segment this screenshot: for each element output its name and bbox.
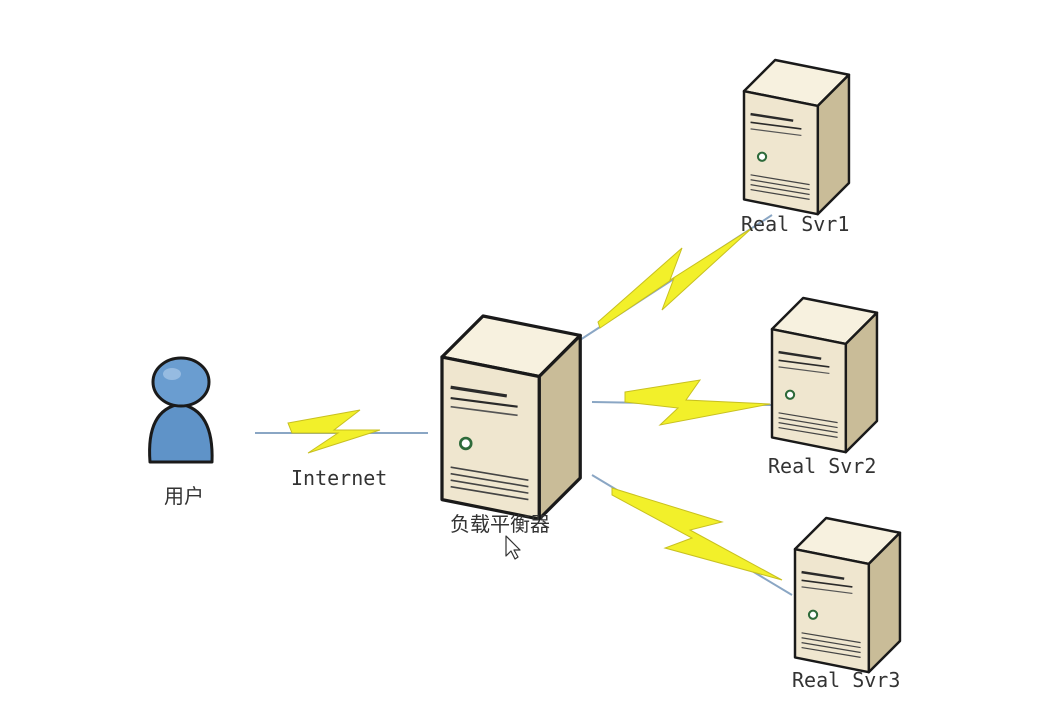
real-server-1-icon xyxy=(742,58,851,216)
real-server-2-label: Real Svr2 xyxy=(768,454,876,478)
lightning-link-icon xyxy=(611,487,783,581)
real-server-3-label: Real Svr3 xyxy=(792,668,900,692)
user-icon xyxy=(148,356,214,464)
lightning-link-icon xyxy=(624,379,771,426)
link-svr2 xyxy=(591,379,773,426)
load-balancer-label: 负载平衡器 xyxy=(450,512,550,536)
load-balancer-server-icon xyxy=(440,314,582,521)
lightning-link-icon xyxy=(597,227,753,329)
link-svr1 xyxy=(579,214,773,341)
real-server-3-icon xyxy=(793,516,902,674)
real-server-2-icon xyxy=(770,296,879,454)
internet-link xyxy=(255,409,428,454)
internet-label: Internet xyxy=(291,466,387,490)
real-server-1-label: Real Svr1 xyxy=(741,212,849,236)
mouse-pointer-icon xyxy=(505,535,521,560)
lightning-link-icon xyxy=(287,409,381,454)
user-label: 用户 xyxy=(164,484,204,508)
link-svr3 xyxy=(591,474,793,596)
